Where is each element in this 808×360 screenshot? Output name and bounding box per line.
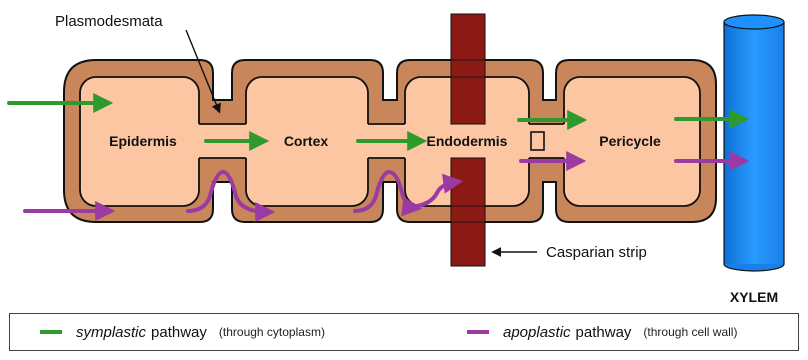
legend-symplastic-note: (through cytoplasm): [219, 325, 325, 339]
legend-swatch-symplastic: [40, 330, 62, 334]
root-water-pathway-diagram: Plasmodesmata Epidermis Cortex Endodermi…: [0, 0, 808, 312]
casparian-strip-wall-top: [451, 60, 485, 77]
legend-item-apoplastic: apoplastic pathway (through cell wall): [467, 314, 737, 350]
cell-label-endodermis: Endodermis: [427, 133, 508, 149]
legend-apoplastic-pathway: pathway: [576, 324, 632, 341]
casparian-strip-label: Casparian strip: [546, 244, 647, 261]
legend-apoplastic-term: apoplastic: [503, 324, 571, 341]
legend-item-symplastic: symplastic pathway (through cytoplasm): [40, 314, 325, 350]
cell-label-pericycle: Pericycle: [599, 133, 661, 149]
legend-swatch-apoplastic: [467, 330, 489, 334]
legend-apoplastic-note: (through cell wall): [643, 325, 737, 339]
cell-label-epidermis: Epidermis: [109, 133, 177, 149]
plasmodesmata-label: Plasmodesmata: [55, 13, 163, 30]
xylem-vessel: [724, 15, 784, 271]
xylem-label: XYLEM: [730, 289, 778, 305]
legend-symplastic-term: symplastic: [76, 324, 146, 341]
legend: symplastic pathway (through cytoplasm) a…: [9, 313, 799, 351]
cell-label-cortex: Cortex: [284, 133, 329, 149]
xylem-top: [724, 15, 784, 29]
casparian-strip-wall-bottom: [451, 206, 485, 222]
legend-symplastic-pathway: pathway: [151, 324, 207, 341]
plasmodesma-channel-3: [527, 124, 566, 158]
